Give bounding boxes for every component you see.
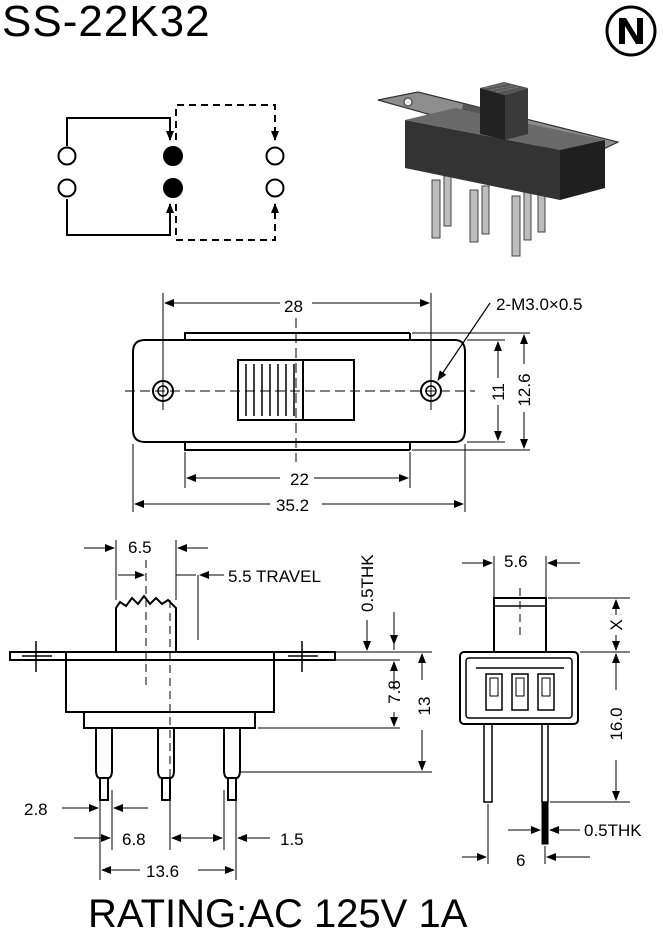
dim-plate-thickness: 0.5THK bbox=[358, 554, 377, 612]
switch-3d-view bbox=[377, 82, 620, 257]
common-terminal bbox=[163, 146, 183, 166]
dim-height-16: 16.0 bbox=[607, 707, 626, 740]
terminal-circle bbox=[57, 146, 77, 166]
terminal-circle bbox=[57, 178, 77, 198]
dim-pin-thickness-1-5: 1.5 bbox=[280, 830, 304, 849]
dim-knob-width-6-5: 6.5 bbox=[128, 538, 152, 557]
rating-label: RATING:AC 125V 1A bbox=[88, 892, 468, 936]
dim-total-length-35-2: 35.2 bbox=[276, 496, 309, 515]
dim-pin-span-13-6: 13.6 bbox=[146, 862, 179, 881]
terminal-circle bbox=[265, 178, 285, 198]
dim-hole-spec: 2-M3.0×0.5 bbox=[496, 295, 582, 314]
dim-pin-width-2-8: 2.8 bbox=[24, 800, 48, 819]
common-terminal bbox=[163, 178, 183, 198]
part-number-title: SS-22K32 bbox=[2, 0, 211, 46]
brand-logo bbox=[605, 5, 657, 57]
dim-x: X bbox=[607, 619, 626, 630]
dim-mounting-28: 28 bbox=[284, 297, 303, 316]
dim-outer-height-12-6: 12.6 bbox=[515, 373, 534, 406]
terminal-circle bbox=[265, 146, 285, 166]
dim-body-length-22: 22 bbox=[290, 470, 309, 489]
dim-body-height-7-8: 7.8 bbox=[385, 680, 404, 704]
dim-width-6: 6 bbox=[516, 851, 525, 870]
end-view bbox=[459, 556, 630, 864]
dim-inner-height-11: 11 bbox=[489, 383, 508, 401]
side-view bbox=[9, 540, 432, 880]
circuit-schematic bbox=[57, 104, 285, 241]
dim-pin-thickness-0-5: 0.5THK bbox=[584, 821, 642, 840]
dim-travel-5-5: 5.5 TRAVEL bbox=[228, 567, 321, 586]
dim-pin-pitch-6-8: 6.8 bbox=[122, 830, 146, 849]
top-view bbox=[125, 293, 530, 512]
dim-total-height-13: 13 bbox=[415, 697, 434, 716]
dim-knob-5-6: 5.6 bbox=[504, 552, 528, 571]
